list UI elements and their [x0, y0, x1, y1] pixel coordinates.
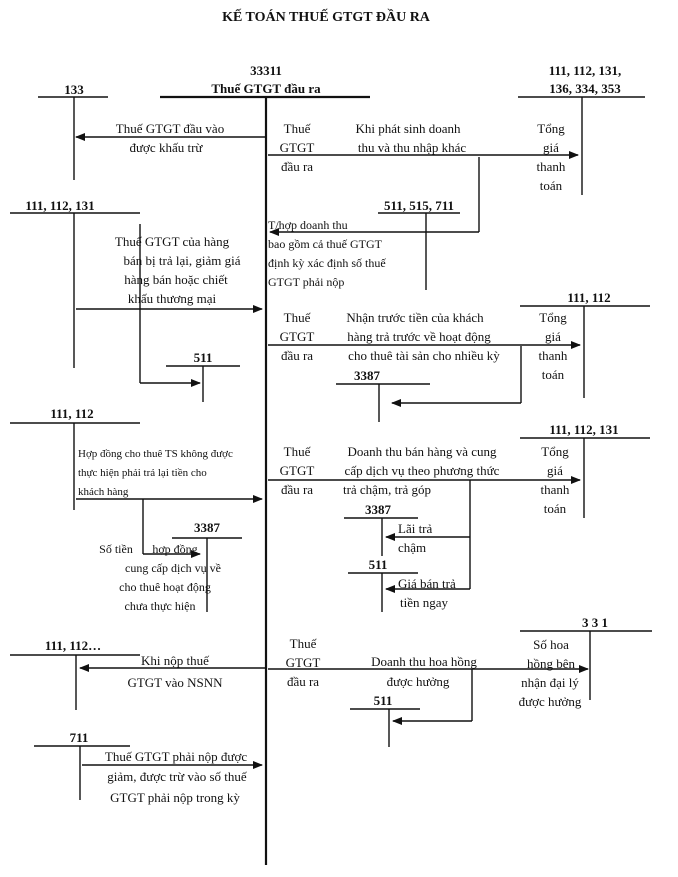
s2-mid-text: T/hợp doanh thu: [268, 218, 348, 232]
account-3387-mid-a: 3387: [354, 368, 381, 383]
s5-mid-text: Doanh thu hoa hồng: [371, 654, 477, 669]
account-111-112-right: 111, 112: [567, 290, 610, 305]
s1-tong: Tổng: [537, 121, 565, 136]
s4-so-text: cung cấp dịch vụ về: [125, 561, 221, 575]
s6-left-text: GTGT phải nộp trong kỳ: [110, 790, 240, 805]
s5-mid-text: được hưởng: [387, 674, 450, 689]
account-top-right: 136, 334, 353: [549, 81, 621, 96]
s5-thue: Thuế: [290, 636, 318, 651]
s4-thue: đầu ra: [281, 482, 313, 497]
s2-mid-text: định kỳ xác định số thuế: [268, 256, 386, 270]
s5-right-text: hồng bên: [527, 656, 576, 671]
s4-tong: thanh: [541, 482, 570, 497]
s4-gia-text: tiền ngay: [400, 595, 449, 610]
s3-tong: Tổng: [539, 310, 567, 325]
s4-tong: giá: [547, 463, 563, 478]
account-331: 3 3 1: [582, 615, 608, 630]
s4-thue: GTGT: [280, 463, 315, 478]
s3-tong: toán: [542, 367, 565, 382]
s5-right-text: Số hoa: [533, 637, 569, 652]
s4-so-text: cho thuê hoạt động: [119, 580, 211, 594]
s6-left-text: Thuế GTGT phải nộp được: [105, 749, 247, 764]
s4-lai-text: Lãi trả: [398, 521, 433, 536]
account-111-112-131-left: 111, 112, 131: [25, 198, 94, 213]
account-711: 711: [70, 730, 89, 745]
s2-left-text: khấu thương mại: [128, 291, 217, 306]
s1-thue: Thuế: [284, 121, 312, 136]
s2-left-text: Thuế GTGT của hàng: [115, 234, 230, 249]
s6-left-text: giảm, được trừ vào số thuế: [107, 769, 248, 784]
s5-right-text: được hưởng: [519, 694, 582, 709]
s3-thue: Thuế: [284, 310, 312, 325]
s4-gia-text: Giá bán trả: [398, 576, 456, 591]
account-33311-code: 33311: [250, 63, 282, 78]
s5-left-text: GTGT vào NSNN: [127, 675, 223, 690]
account-511-left: 511: [194, 350, 213, 365]
s4-left-text: thực hiện phải trả lại tiền cho: [78, 467, 207, 479]
account-3387-left: 3387: [194, 520, 221, 535]
s5-right-text: nhận đại lý: [521, 675, 579, 690]
account-511-mid-c: 511: [374, 693, 393, 708]
account-3387-mid-b: 3387: [365, 502, 392, 517]
s1-mid-text: Khi phát sinh doanh: [355, 121, 461, 136]
account-33311-name: Thuế GTGT đầu ra: [211, 81, 321, 96]
diagram-title: KẾ TOÁN THUẾ GTGT ĐẦU RA: [222, 8, 431, 25]
s2-left-text: hàng bán hoặc chiết: [124, 272, 228, 287]
s3-mid-text: hàng trả trước về hoạt động: [347, 329, 491, 344]
s1-thue: đầu ra: [281, 159, 313, 174]
s4-lai-text: chậm: [398, 540, 426, 555]
s5-thue: đầu ra: [287, 674, 319, 689]
s2-left-text: bán bị trả lại, giảm giá: [124, 253, 241, 268]
s4-so-text: hợp đồng: [152, 542, 197, 556]
s3-thue: đầu ra: [281, 348, 313, 363]
s3-thue: GTGT: [280, 329, 315, 344]
s4-so-text: chưa thực hiện: [125, 599, 196, 613]
s5-thue: GTGT: [286, 655, 321, 670]
account-511-515-711: 511, 515, 711: [384, 198, 454, 213]
s3-mid-text: Nhận trước tiền của khách: [346, 310, 484, 325]
account-511-mid-b: 511: [369, 557, 388, 572]
s4-thue: Thuế: [284, 444, 312, 459]
s1-left-text: Thuế GTGT đầu vào: [116, 121, 224, 136]
s3-tong: giá: [545, 329, 561, 344]
s1-left-text: được khấu trừ: [130, 140, 204, 155]
s1-tong: giá: [543, 140, 559, 155]
account-133: 133: [64, 82, 84, 97]
account-111-112-left: 111, 112: [50, 406, 93, 421]
account-top-right: 111, 112, 131,: [549, 63, 622, 78]
account-111-112-dots: 111, 112…: [45, 638, 101, 653]
s1-thue: GTGT: [280, 140, 315, 155]
s3-mid-text: cho thuê tài sản cho nhiều kỳ: [348, 348, 500, 363]
account-111-112-131-right: 111, 112, 131: [549, 422, 618, 437]
s1-mid-text: thu và thu nhập khác: [358, 140, 467, 155]
s4-tong: Tổng: [541, 444, 569, 459]
s4-left-text: khách hàng: [78, 486, 129, 498]
s4-mid-text: trả chậm, trả góp: [343, 482, 431, 497]
s4-mid-text: cấp dịch vụ theo phương thức: [345, 463, 500, 478]
s2-mid-text: GTGT phải nộp: [268, 275, 344, 289]
s4-left-text: Hợp đồng cho thuê TS không được: [78, 448, 233, 460]
s5-left-text: Khi nộp thuế: [141, 653, 210, 668]
s2-mid-text: bao gồm cả thuế GTGT: [268, 237, 383, 251]
s1-tong: thanh: [537, 159, 566, 174]
s4-mid-text: Doanh thu bán hàng và cung: [347, 444, 497, 459]
s4-tong: toán: [544, 501, 567, 516]
s4-so-text: Số tiền: [99, 542, 133, 556]
s1-tong: toán: [540, 178, 563, 193]
s3-tong: thanh: [539, 348, 568, 363]
